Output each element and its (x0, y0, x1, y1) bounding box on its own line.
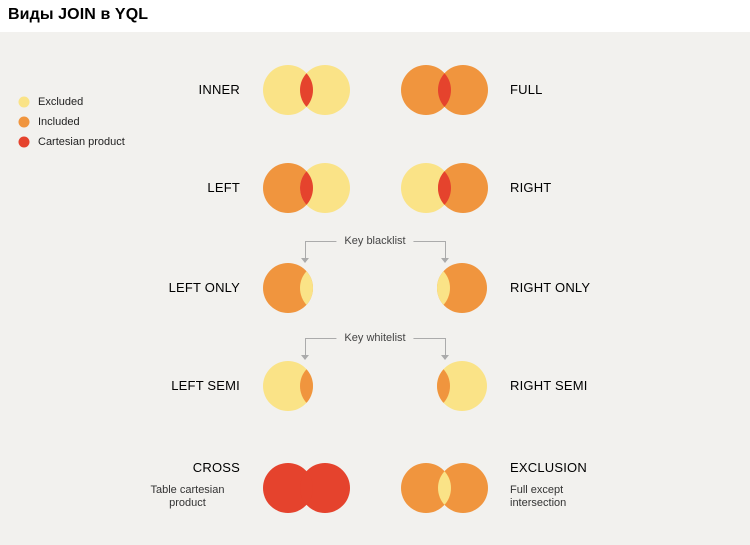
full-left-circle (401, 65, 451, 115)
legend-label-excluded: Excluded (38, 96, 84, 108)
diagram-right-only (437, 263, 487, 313)
join-label-full: FULL (510, 82, 543, 97)
page-title: Виды JOIN в YQL (8, 6, 149, 23)
included-swatch-icon (18, 116, 30, 128)
legend-label-cartesian: Cartesian product (38, 136, 125, 148)
full-right-circle (438, 65, 488, 115)
legend-item-excluded: Excluded (18, 96, 125, 108)
inner-left-circle (263, 65, 313, 115)
cartesian-swatch-circle (18, 136, 30, 148)
venn-diagram-right (401, 163, 488, 213)
whitelist-left-drop-line (305, 338, 306, 355)
left-join-left-circle (263, 163, 313, 213)
whitelist-connector-label: Key whitelist (336, 331, 414, 345)
join-label-left-only: LEFT ONLY (168, 280, 240, 295)
left-join-right-circle (300, 163, 350, 213)
excluded-swatch-icon (18, 96, 30, 108)
left-only-circle (263, 263, 313, 313)
included-swatch-circle (18, 116, 30, 128)
join-label-cross: CROSS (192, 460, 240, 475)
diagram-left-semi (263, 361, 313, 411)
inner-right-circle (300, 65, 350, 115)
right-join-right-circle (438, 163, 488, 213)
join-label-right-semi: RIGHT SEMI (510, 378, 588, 393)
join-label-right-only: RIGHT ONLY (510, 280, 591, 295)
legend-item-included: Included (18, 116, 125, 128)
blacklist-connector-label: Key blacklist (336, 234, 414, 248)
join-label-left: LEFT (207, 180, 240, 195)
join-label-inner: INNER (198, 82, 240, 97)
venn-diagram-full (401, 65, 488, 115)
whitelist-right-drop-line (445, 338, 446, 355)
join-label-exclusion: EXCLUSION (510, 460, 587, 475)
blacklist-left-arrow-icon (301, 258, 309, 263)
excluded-swatch-circle (18, 96, 30, 108)
blacklist-right-arrow-icon (441, 258, 449, 263)
exclusion-left-circle (401, 463, 451, 513)
diagram-canvas: Excluded Included Cartesian product INNE… (0, 32, 750, 545)
join-sublabel-cross: Table cartesian product (150, 484, 225, 509)
cross-left-circle (263, 463, 313, 513)
right-semi-circle (437, 361, 487, 411)
whitelist-left-arrow-icon (301, 355, 309, 360)
blacklist-right-drop-line (445, 241, 446, 258)
right-join-left-circle (401, 163, 451, 213)
right-only-circle (437, 263, 487, 313)
legend-label-included: Included (38, 116, 80, 128)
legend: Excluded Included Cartesian product (18, 96, 125, 148)
venn-diagram-exclusion (401, 463, 488, 513)
join-label-left-semi: LEFT SEMI (171, 378, 240, 393)
blacklist-left-drop-line (305, 241, 306, 258)
join-label-right: RIGHT (510, 180, 552, 195)
cartesian-swatch-icon (18, 136, 30, 148)
cross-right-circle (300, 463, 350, 513)
whitelist-right-arrow-icon (441, 355, 449, 360)
exclusion-right-circle (438, 463, 488, 513)
legend-item-cartesian: Cartesian product (18, 136, 125, 148)
left-semi-circle (263, 361, 313, 411)
venn-diagram-inner (263, 65, 350, 115)
join-sublabel-exclusion: Full except intersection (510, 484, 567, 509)
venn-diagram-left (263, 163, 350, 213)
diagram-left-only (263, 263, 313, 313)
venn-diagram-cross (263, 463, 350, 513)
diagram-right-semi (437, 361, 487, 411)
